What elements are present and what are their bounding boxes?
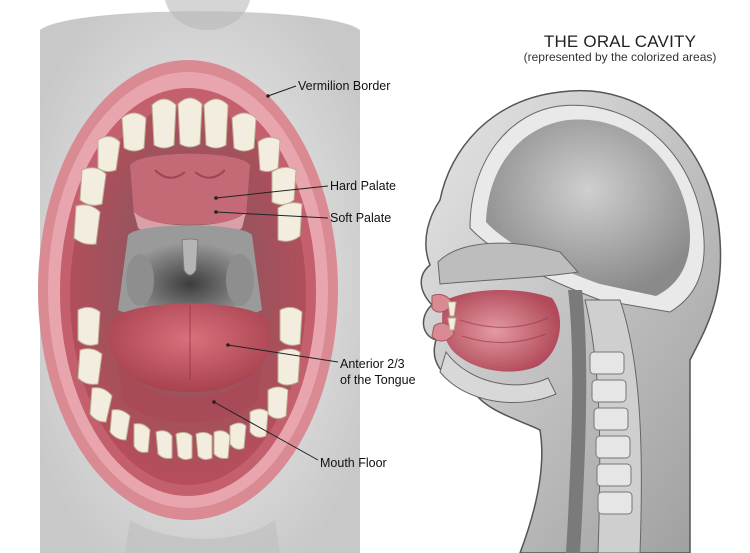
- upper-teeth: [73, 97, 303, 245]
- sagittal-head-view: [420, 89, 722, 553]
- leader-dots: [212, 94, 270, 404]
- oral-cavity-colorized: [442, 289, 561, 372]
- mandible: [439, 350, 557, 404]
- figure-subtitle: (represented by the colorized areas): [523, 50, 717, 64]
- label-anterior-tongue: Anterior 2/3 of the Tongue: [340, 356, 416, 388]
- label-vermilion-border: Vermilion Border: [298, 79, 391, 93]
- leader-lines: [213, 85, 339, 461]
- vertebrae: [589, 351, 633, 515]
- airway: [566, 290, 587, 553]
- label-anterior-tongue-line2: of the Tongue: [340, 373, 416, 387]
- label-anterior-tongue-line1: Anterior 2/3: [340, 357, 405, 371]
- chin-shadow: [125, 520, 280, 553]
- label-mouth-floor: Mouth Floor: [320, 456, 387, 470]
- uvula: [181, 238, 199, 276]
- figure-title: THE ORAL CAVITY: [543, 32, 697, 51]
- open-mouth-view: [38, 0, 360, 553]
- hard-palate: [130, 153, 250, 225]
- nasal-cavity: [437, 242, 579, 285]
- mouth-floor: [118, 360, 262, 423]
- label-hard-palate: Hard Palate: [330, 179, 397, 193]
- nose-shadow: [165, 0, 250, 30]
- label-soft-palate: Soft Palate: [330, 211, 392, 225]
- lower-teeth: [77, 306, 303, 461]
